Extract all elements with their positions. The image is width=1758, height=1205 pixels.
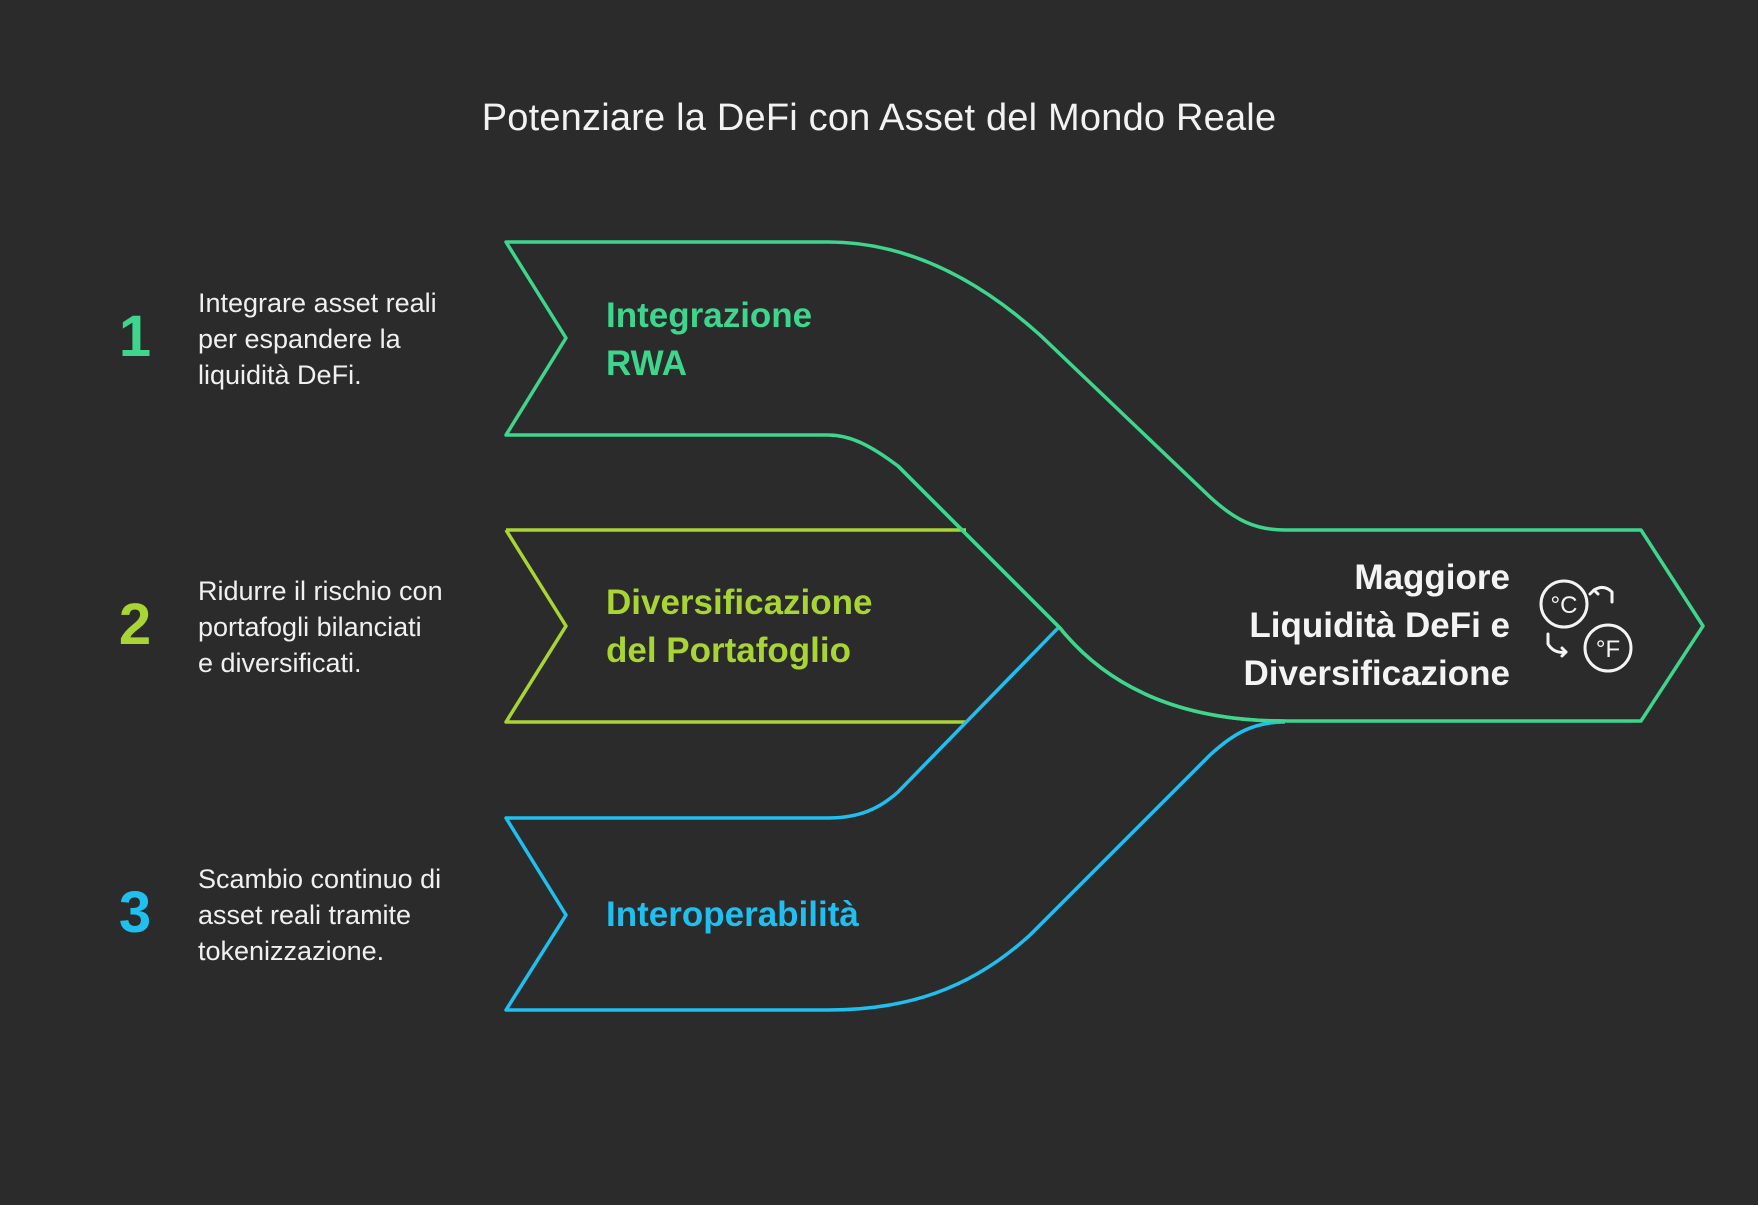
step-3-description-line: tokenizzazione.: [198, 936, 385, 966]
step-2-band: [504, 528, 966, 724]
step-1-label-line: RWA: [606, 344, 688, 383]
step-2-description-line: portafogli bilanciati: [198, 612, 422, 642]
step-2-description: Ridurre il rischio con portafogli bilanc…: [198, 573, 498, 681]
celsius-fahrenheit-convert-icon: °C °F: [1539, 579, 1633, 673]
step-3-description: Scambio continuo di asset reali tramite …: [198, 861, 498, 969]
diagram-title: Potenziare la DeFi con Asset del Mondo R…: [481, 97, 1277, 139]
step-1-description: Integrare asset reali per espandere la l…: [198, 285, 498, 393]
step-3-description-line: asset reali tramite: [198, 900, 412, 930]
step-1-label-line: Integrazione: [606, 296, 813, 335]
output-label: Maggiore Liquidità DeFi e Diversificazio…: [1160, 554, 1511, 698]
fahrenheit-symbol: °F: [1596, 636, 1620, 663]
step-1-description-line: Integrare asset reali: [198, 288, 437, 318]
step-3-number: 3: [118, 880, 152, 945]
step-2-label-line: Diversificazione: [606, 583, 873, 622]
step-3-label: Interoperabilità: [606, 891, 966, 939]
merge-edge: [896, 464, 1286, 723]
step-2-label-line: del Portafoglio: [606, 631, 851, 670]
output-label-line: Maggiore: [1354, 558, 1510, 597]
step-2-label: Diversificazione del Portafoglio: [606, 579, 966, 675]
step-3-description-line: Scambio continuo di: [198, 864, 442, 894]
celsius-symbol: °C: [1551, 592, 1578, 619]
output-label-line: Diversificazione: [1243, 654, 1511, 693]
step-1-description-line: liquidità DeFi.: [198, 360, 362, 390]
step-2-number: 2: [118, 592, 152, 657]
step-1-number: 1: [118, 304, 152, 369]
step-2-description-line: Ridurre il rischio con: [198, 576, 443, 606]
step-3-band: [504, 624, 1286, 1012]
step-1-band: [504, 240, 1705, 723]
output-label-line: Liquidità DeFi e: [1249, 606, 1510, 645]
step-1-description-line: per espandere la: [198, 324, 401, 354]
step-2-description-line: e diversificati.: [198, 648, 362, 678]
step-3-label-line: Interoperabilità: [606, 895, 859, 934]
step-1-label: Integrazione RWA: [606, 292, 966, 388]
